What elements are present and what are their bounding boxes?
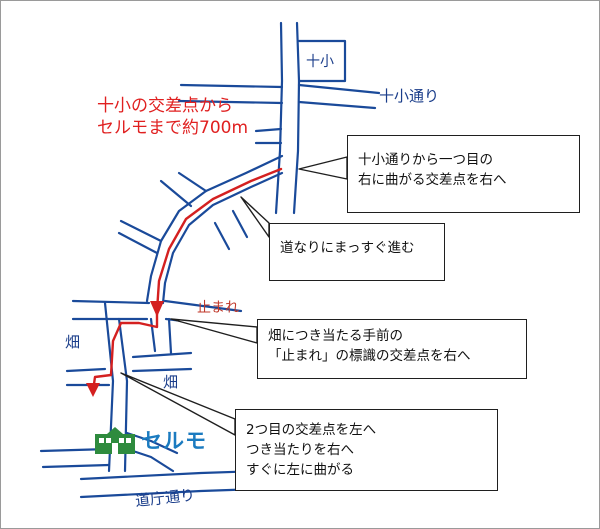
callout-pointer-2 [240,196,270,238]
road-curve-outer [145,154,284,303]
route-arrow-head [150,301,164,317]
road-stop-top [71,299,243,313]
callout-pointer-3 [170,318,258,344]
callout-1-line-1: 十小通りから一つ目の [358,152,493,168]
road-curve-inner [161,171,284,305]
callout-4-line-3: すぐに左に曲がる [246,462,354,478]
callout-2-line-1: 道なりにまっすぐ進む [280,240,415,256]
callout-3-line-2: 「止まれ」の標識の交差点を右へ [268,348,471,364]
callout-first-right-turn: 十小通りから一つ目の 右に曲がる交差点を右へ [347,135,580,213]
callout-second-left: 2つ目の交差点を左へ つき当たりを右へ すぐに左に曲がる [235,409,498,491]
callout-go-straight: 道なりにまっすぐ進む [269,223,445,281]
route-arrow-head-2 [86,383,100,397]
callout-4-line-1: 2つ目の交差点を左へ [246,422,377,438]
label-main-street: 十小通り [379,87,440,105]
school-building-icon [95,427,135,454]
road-side-3 [117,219,163,255]
road-jusho-street-bottom [177,99,377,110]
callout-4-line-2: つき当たりを右へ [246,442,354,458]
callout-1-line-2: 右に曲がる交差点を右へ [358,172,507,188]
map-title: 十小の交差点から セルモまで約700m [97,95,248,139]
label-school: 十小 [306,54,334,70]
road-side-2 [213,209,249,251]
school-block-outline [297,39,347,83]
road-north-right [292,21,301,215]
brand-logo: セルモ [93,425,207,455]
road-bottom-street-top [79,469,263,481]
label-field-2: 畑 [163,373,179,391]
label-field-1: 畑 [65,333,81,351]
road-lower-d [131,351,193,373]
callout-3-line-1: 畑につき当たる手前の [268,328,403,344]
callout-stop-sign-right: 畑につき当たる手前の 「止まれ」の標識の交差点を右へ [257,319,527,379]
road-jusho-street-top [179,83,381,95]
label-stop-sign: 止まれ [197,300,239,316]
title-line-1: 十小の交差点から [97,96,233,116]
callout-pointer-1 [298,156,348,180]
title-line-2: セルモまで約700m [97,118,249,138]
road-branch-left [254,127,283,145]
road-side-1 [159,171,208,208]
brand-name: セルモ [141,429,207,453]
road-north-left [274,21,284,215]
route-line [91,167,283,393]
road-lower-c [149,317,173,355]
